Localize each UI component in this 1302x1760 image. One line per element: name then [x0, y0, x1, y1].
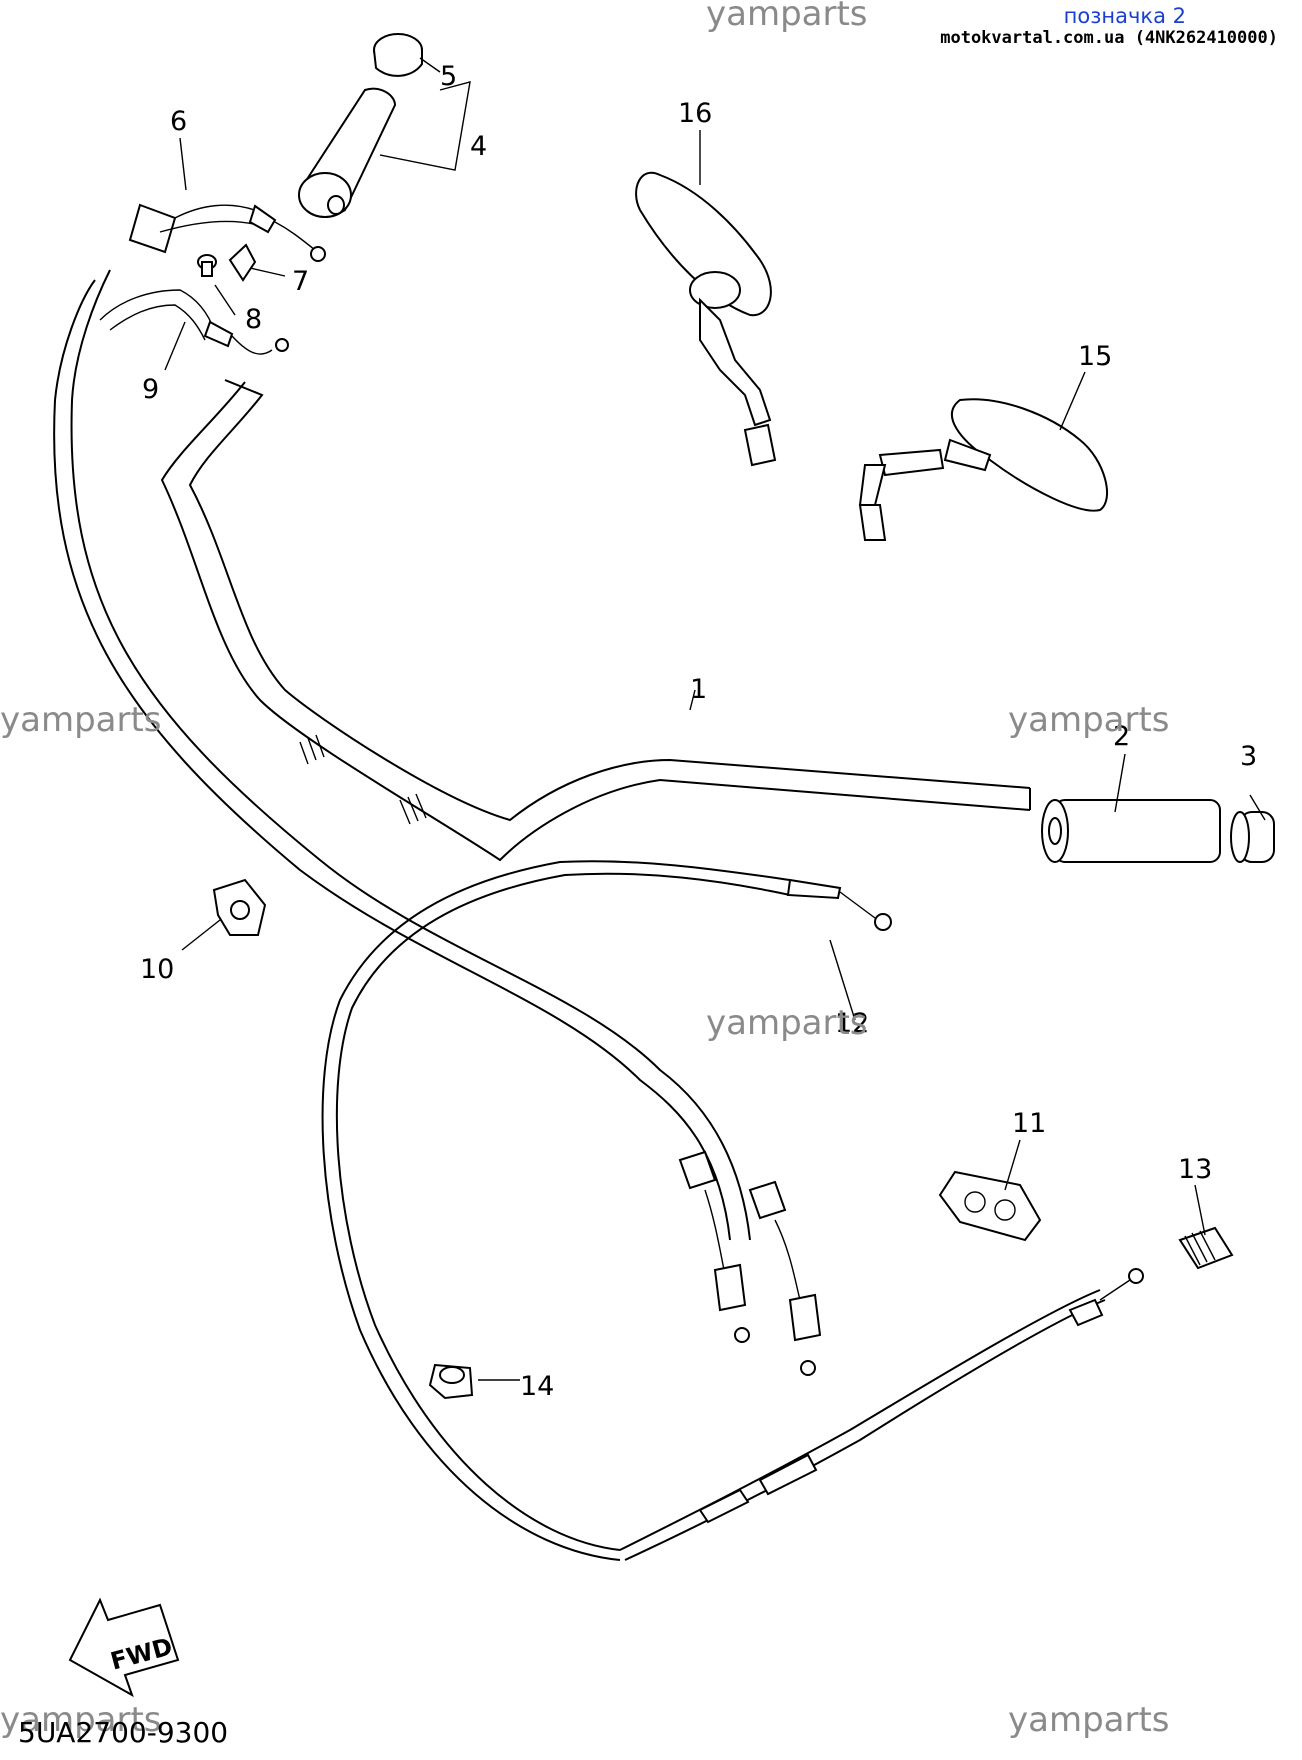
throttle-cable-2 [99, 289, 289, 355]
callout-3: 3 [1240, 741, 1257, 772]
cable-bracket [228, 243, 257, 282]
cable-clamp [938, 1170, 1042, 1242]
mirror-right [858, 398, 1109, 541]
callout-labels: 1 2 3 4 5 6 7 8 9 10 11 12 13 14 15 16 [140, 61, 1257, 1402]
badge-label[interactable]: позначка 2 [1063, 4, 1186, 28]
callout-7: 7 [292, 266, 309, 297]
handlebar [160, 379, 1031, 862]
bar-end-weight [1230, 811, 1275, 863]
watermark: yamparts [706, 1003, 868, 1043]
fwd-arrow: FWD [68, 1597, 180, 1698]
clutch-cable-lower [619, 1268, 1144, 1561]
diagram-code: 5UA2700-9300 [18, 1716, 229, 1749]
cable-adjuster [1178, 1226, 1234, 1270]
badge-source: motokvartal.com.ua (4NK262410000) [940, 28, 1278, 48]
callout-11: 11 [1012, 1108, 1046, 1139]
callout-4: 4 [470, 131, 487, 162]
callout-12: 12 [835, 1008, 869, 1039]
callout-6: 6 [170, 106, 187, 137]
callout-13: 13 [1178, 1154, 1212, 1185]
watermark: yamparts [1008, 1700, 1170, 1740]
callout-10: 10 [140, 954, 174, 985]
watermark: yamparts [0, 1700, 162, 1740]
screw [197, 254, 217, 277]
clutch-cable-upper [321, 860, 892, 1561]
throttle-grip [298, 87, 397, 218]
callout-14: 14 [520, 1371, 554, 1402]
watermark: yamparts [1008, 700, 1170, 740]
cable-holder [212, 878, 267, 936]
callout-8: 8 [245, 304, 262, 335]
callout-16: 16 [678, 98, 712, 129]
watermark: yamparts [0, 700, 162, 740]
grip-collar [373, 33, 423, 77]
callout-1: 1 [690, 674, 707, 705]
cable-end-left [678, 1150, 750, 1343]
callout-9: 9 [142, 374, 159, 405]
grip-right [1041, 799, 1221, 863]
source-badge: позначка 2 motokvartal.com.ua (4NK262410… [940, 4, 1278, 48]
callout-15: 15 [1078, 341, 1112, 372]
callout-2: 2 [1113, 721, 1130, 752]
watermark: yamparts [706, 0, 868, 34]
leader-lines [164, 57, 1266, 1381]
throttle-cable-1 [53, 203, 751, 1241]
cable-clip [428, 1363, 474, 1400]
callout-5: 5 [440, 61, 457, 92]
cable-end-right [748, 1180, 822, 1376]
mirror-left [635, 171, 777, 467]
